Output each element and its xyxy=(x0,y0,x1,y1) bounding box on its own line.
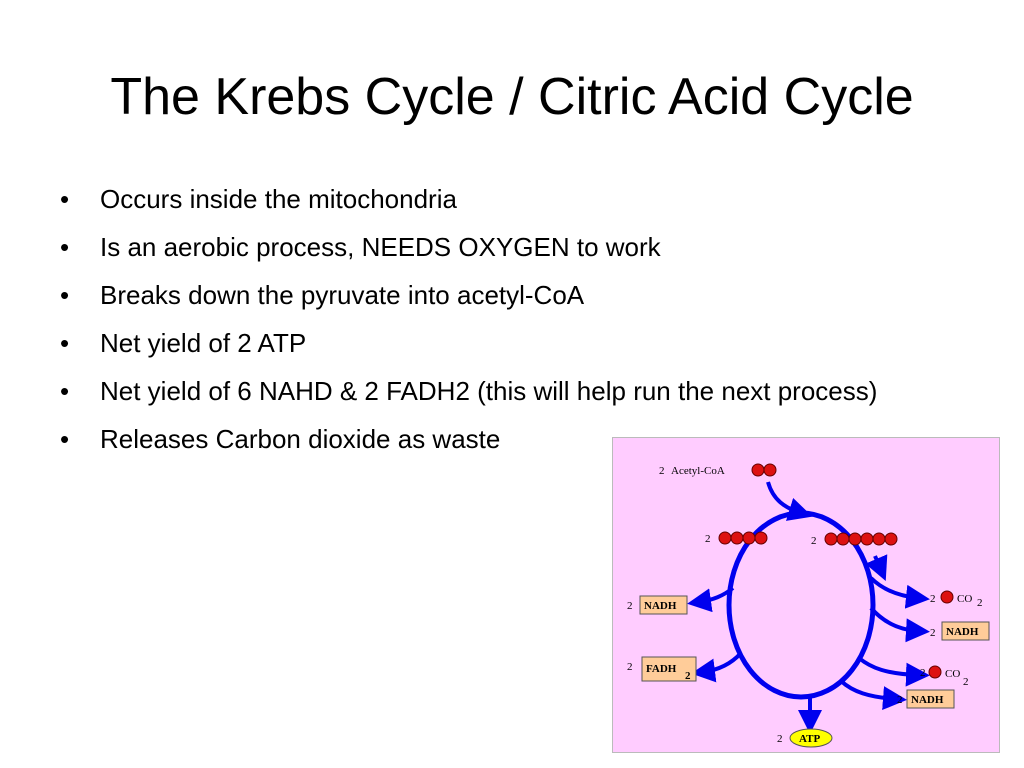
nadh-right-1-arrow xyxy=(869,606,930,643)
nadh-right-2-box xyxy=(906,689,955,709)
fadh-left-arrow xyxy=(691,651,743,683)
bullet-glyph: • xyxy=(60,376,70,406)
nadh-left-count: 2 xyxy=(627,600,633,612)
fadh-left-sub: 2 xyxy=(685,670,691,682)
four-carbon-molecule xyxy=(754,531,768,545)
four-carbon-molecule xyxy=(730,531,744,545)
krebs-cycle-diagram: 2 Acetyl-CoA 2 2 2 NADH 2 FA xyxy=(612,437,1000,753)
co2-right-1-label: CO xyxy=(957,593,972,605)
atp-count: 2 xyxy=(777,733,783,745)
co2-right-1-arrow xyxy=(869,576,930,609)
acetyl-label: Acetyl-CoA xyxy=(671,465,725,477)
six-carbon-molecule xyxy=(824,532,838,546)
nadh-right-1-box xyxy=(941,621,990,641)
bullet-item: • Breaks down the pyruvate into acetyl-Co… xyxy=(60,278,940,312)
ring-direction-arrow xyxy=(865,554,888,582)
four-carbon-molecule xyxy=(718,531,732,545)
co2-right-2-count: 2 xyxy=(920,667,926,679)
bullet-glyph: • xyxy=(60,424,70,454)
bullet-text: Net yield of 2 ATP xyxy=(100,328,307,358)
co2-right-2-sub: 2 xyxy=(963,676,969,688)
acetyl-molecule xyxy=(751,463,765,477)
nadh-right-1-label: NADH xyxy=(946,626,979,638)
bullet-text: Net yield of 6 NAHD & 2 FADH2 (this will… xyxy=(100,376,878,406)
bullet-text: Breaks down the pyruvate into acetyl-CoA xyxy=(100,280,585,310)
bullet-glyph: • xyxy=(60,280,70,310)
nadh-right-2-label: NADH xyxy=(911,694,944,706)
four-carbon-molecule xyxy=(742,531,756,545)
nadh-left-box xyxy=(639,595,688,615)
six-carbon-count: 2 xyxy=(811,535,817,547)
atp-label: ATP xyxy=(799,733,820,745)
fadh-left-box xyxy=(641,656,697,682)
six-carbon-molecule xyxy=(860,532,874,546)
four-carbon-count: 2 xyxy=(705,533,711,545)
co2-right-2-arrow xyxy=(857,656,930,687)
bullet-text: Occurs inside the mitochondria xyxy=(100,184,457,214)
nadh-left-label: NADH xyxy=(644,600,677,612)
bullet-item: • Net yield of 6 NAHD & 2 FADH2 (this wil… xyxy=(60,374,930,408)
acetyl-count: 2 xyxy=(659,465,665,477)
fadh-left-count: 2 xyxy=(627,661,633,673)
atp-badge xyxy=(789,728,833,748)
bullet-list: • Occurs inside the mitochondria • Is an a… xyxy=(60,182,940,470)
bullet-text: Is an aerobic process, NEEDS OXYGEN to w… xyxy=(100,232,661,262)
six-carbon-molecule xyxy=(884,532,898,546)
fadh-left-label: FADH xyxy=(646,663,677,675)
nadh-right-1-count: 2 xyxy=(930,627,936,639)
co2-right-2-label: CO xyxy=(945,668,960,680)
six-carbon-molecule xyxy=(836,532,850,546)
nadh-right-2-count: 2 xyxy=(897,694,903,706)
slide-title: The Krebs Cycle / Citric Acid Cycle xyxy=(110,68,914,126)
bullet-item: • Occurs inside the mitochondria xyxy=(60,182,940,216)
nadh-right-2-arrow xyxy=(839,679,907,711)
six-carbon-molecule xyxy=(872,532,886,546)
nadh-left-arrow xyxy=(687,586,735,613)
co2-right-1-sub: 2 xyxy=(977,597,983,609)
co2-molecule xyxy=(940,590,954,604)
acetyl-entry-arrow xyxy=(766,481,813,521)
bullet-item: • Releases Carbon dioxide as waste xyxy=(60,422,940,456)
bullet-item: • Is an aerobic process, NEEDS OXYGEN to … xyxy=(60,230,940,264)
acetyl-molecule xyxy=(763,463,777,477)
co2-molecule xyxy=(928,665,942,679)
bullet-glyph: • xyxy=(60,232,70,262)
six-carbon-molecule xyxy=(848,532,862,546)
bullet-glyph: • xyxy=(60,184,70,214)
bullet-item: • Net yield of 2 ATP xyxy=(60,326,940,360)
krebs-cycle-svg: 2 Acetyl-CoA 2 2 2 NADH 2 FA xyxy=(627,463,990,748)
bullet-glyph: • xyxy=(60,328,70,358)
co2-right-1-count: 2 xyxy=(930,593,936,605)
bullet-text: Releases Carbon dioxide as waste xyxy=(100,424,501,454)
